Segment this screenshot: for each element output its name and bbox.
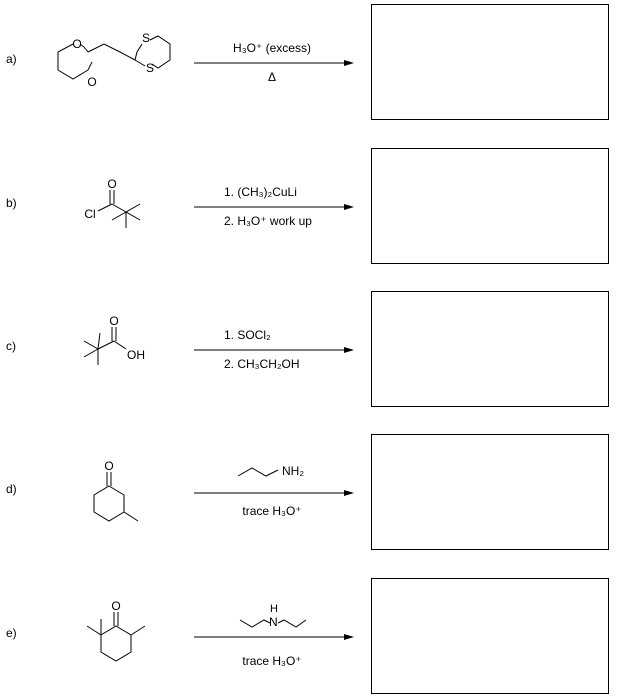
reactant-structure: O Cl xyxy=(84,177,141,228)
problem-b: b) O Cl 1. (CH₃)₂CuLi 2. H₃O⁺ work up xyxy=(0,144,632,264)
atom-s: S xyxy=(142,31,150,45)
problem-label: b) xyxy=(6,196,17,210)
problem-a: a) O O S S H₃O⁺ (excess) Δ xyxy=(0,0,632,120)
amine-reagent-structure xyxy=(237,467,279,477)
reactant-structure: O xyxy=(86,599,146,662)
answer-box[interactable] xyxy=(371,434,609,550)
amine-h-label: H xyxy=(270,603,278,615)
reagent-line-1: 1. SOCl₂ xyxy=(224,328,271,342)
atom-cl: Cl xyxy=(84,207,95,221)
problem-d: d) O NH₂ trace H₃O⁺ xyxy=(0,430,632,550)
reagent-line-2: 2. H₃O⁺ work up xyxy=(224,214,312,228)
atom-o: O xyxy=(87,75,96,89)
amine-nh2-label: NH₂ xyxy=(282,464,304,478)
problem-label: a) xyxy=(6,52,17,66)
reactant-structure: O O S S xyxy=(57,31,171,89)
atom-oh: OH xyxy=(127,348,145,362)
problem-e: e) O H N trace H₃O⁺ xyxy=(0,574,632,694)
atom-o: O xyxy=(111,599,120,613)
reaction-arrow xyxy=(194,634,354,640)
answer-box[interactable] xyxy=(371,291,609,407)
reagent-line-2: Δ xyxy=(267,70,276,84)
reactant-structure: O xyxy=(93,459,139,522)
problem-label: e) xyxy=(6,626,17,640)
problem-label: c) xyxy=(6,339,16,353)
atom-s: S xyxy=(146,61,154,75)
problem-c: c) O OH 1. SOCl₂ 2. CH₃CH₂OH xyxy=(0,287,632,407)
atom-o: O xyxy=(72,37,81,51)
atom-o: O xyxy=(104,459,113,473)
problem-label: d) xyxy=(6,482,17,496)
answer-box[interactable] xyxy=(371,578,609,694)
answer-box[interactable] xyxy=(371,148,609,264)
reagent-line-1: H₃O⁺ (excess) xyxy=(233,41,311,55)
reaction-arrow xyxy=(194,204,354,210)
reaction-arrow xyxy=(194,60,354,66)
reaction-arrow xyxy=(194,347,354,353)
answer-box[interactable] xyxy=(371,4,609,120)
atom-o: O xyxy=(107,177,116,191)
atom-o: O xyxy=(109,314,118,328)
reagent-line-2: 2. CH₃CH₂OH xyxy=(224,357,300,371)
reagent-line-2: trace H₃O⁺ xyxy=(242,504,302,518)
reagent-line-1: 1. (CH₃)₂CuLi xyxy=(224,185,297,199)
reaction-arrow xyxy=(194,490,354,496)
reagent-line-2: trace H₃O⁺ xyxy=(242,654,302,668)
reactant-structure: O OH xyxy=(83,314,145,365)
amine-n-label: N xyxy=(269,615,278,629)
diethylamine-structure xyxy=(239,619,307,628)
